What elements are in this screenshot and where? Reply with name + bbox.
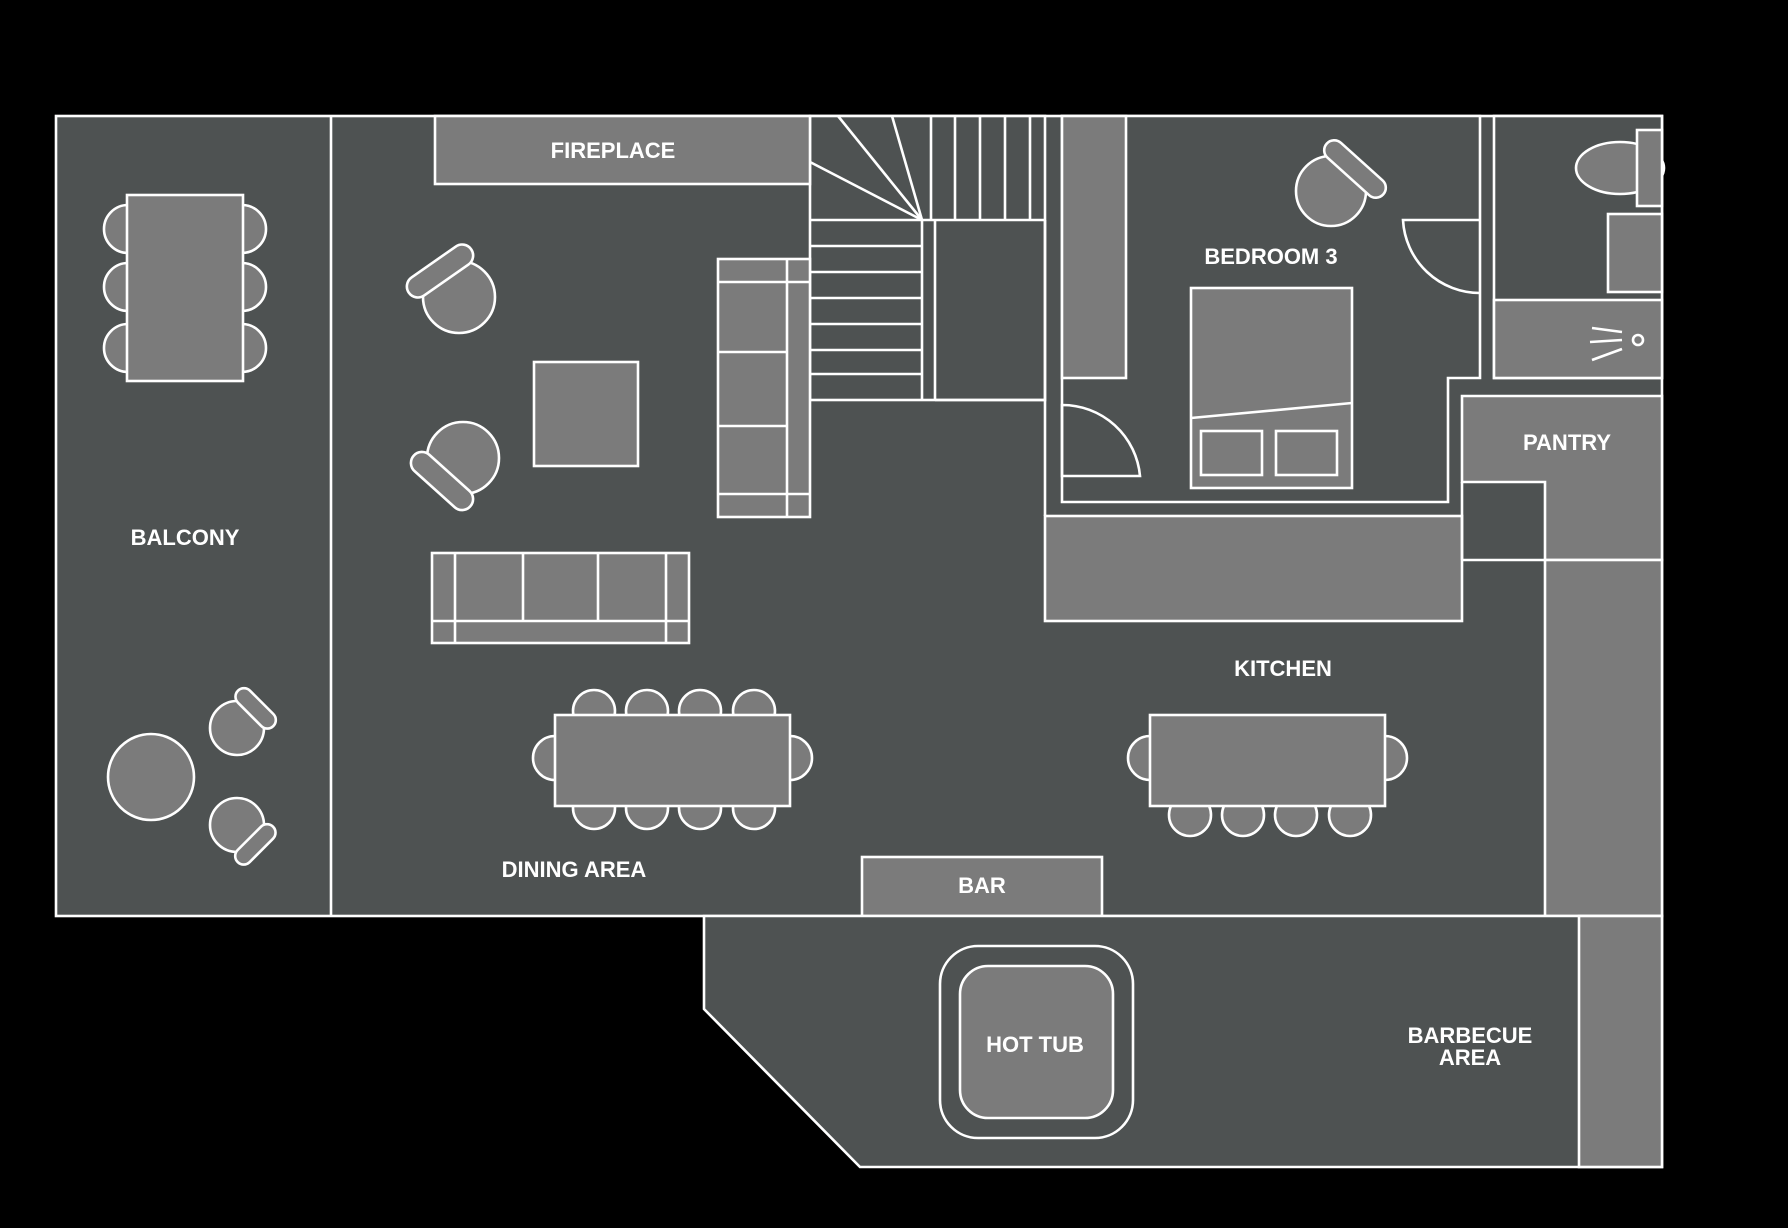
shower-spray-3 bbox=[1591, 347, 1623, 362]
balcony-label: BALCONY bbox=[131, 525, 240, 550]
armchair-bottom-back bbox=[409, 450, 475, 512]
shower-spray-1 bbox=[1591, 326, 1623, 334]
fireplace bbox=[433, 114, 812, 186]
armchair-top-back bbox=[405, 243, 475, 299]
hot-tub bbox=[958, 964, 1115, 1120]
kitchen-counter bbox=[1043, 514, 1464, 623]
bar-counter bbox=[860, 855, 1104, 918]
pillow-right bbox=[1274, 429, 1339, 477]
bedroom-3-label: BEDROOM 3 bbox=[1204, 244, 1337, 269]
kitchen-label: KITCHEN bbox=[1234, 656, 1332, 681]
sink bbox=[1606, 212, 1664, 294]
barbecue-counter bbox=[1577, 914, 1664, 1169]
bedroom-chair-back bbox=[1322, 138, 1388, 200]
closet-door bbox=[1401, 218, 1481, 295]
staircase-area bbox=[808, 114, 1047, 402]
coffee-table bbox=[532, 360, 640, 468]
pillow-left bbox=[1199, 429, 1264, 477]
balcony-table bbox=[125, 193, 245, 383]
shower bbox=[1492, 298, 1664, 380]
dining-table bbox=[553, 713, 792, 808]
winder bbox=[836, 115, 924, 221]
bar-label: BAR bbox=[958, 873, 1006, 898]
fireplace-label: FIREPLACE bbox=[551, 138, 676, 163]
bedroom-door bbox=[1060, 403, 1142, 478]
sofa-horizontal bbox=[430, 551, 691, 645]
hot-tub-label: HOT TUB bbox=[986, 1032, 1084, 1057]
balcony-chair-round-back bbox=[233, 822, 277, 866]
balcony-round-table bbox=[106, 732, 196, 822]
toilet-tank bbox=[1635, 128, 1664, 208]
barbecue-area-label-line1: BARBECUE bbox=[1408, 1023, 1533, 1048]
barbecue-area-label-line2: AREA bbox=[1439, 1045, 1501, 1070]
kitchen-table bbox=[1148, 713, 1387, 808]
sofa-vertical bbox=[716, 257, 812, 519]
winder bbox=[890, 115, 924, 221]
shower-head bbox=[1631, 333, 1645, 347]
side-counter bbox=[1543, 558, 1664, 918]
pantry-label: PANTRY bbox=[1523, 430, 1611, 455]
dining-area-label: DINING AREA bbox=[502, 857, 647, 882]
shower-spray-2 bbox=[1589, 338, 1623, 344]
balcony-chair-round-back bbox=[234, 686, 278, 730]
bed-sheet-line bbox=[1190, 401, 1353, 420]
wardrobe bbox=[1060, 114, 1128, 380]
winder bbox=[809, 160, 923, 222]
